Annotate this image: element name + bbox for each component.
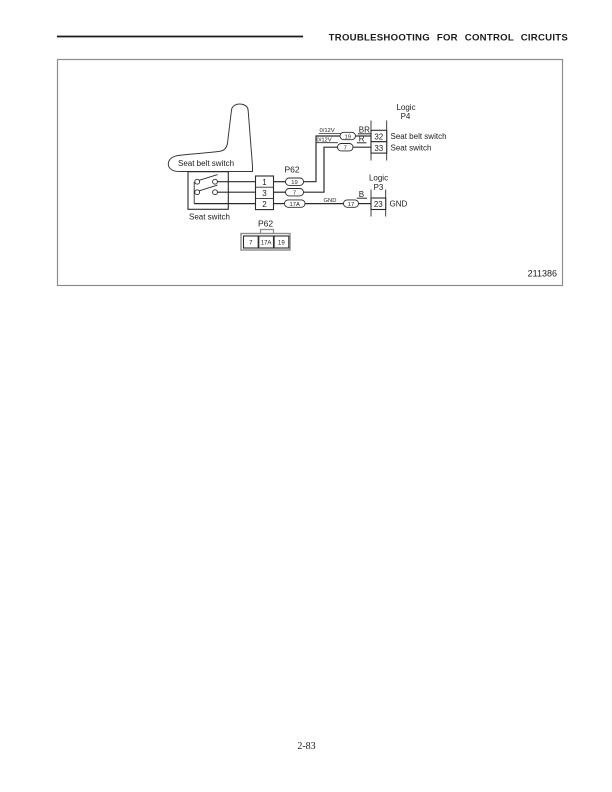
- seat-illustration: Seat belt switch: [167, 103, 253, 172]
- connector-p62: P62 1 3 2 19 7 17A: [254, 165, 306, 211]
- pin-23-label: GND: [390, 200, 408, 209]
- wire2-riser: [303, 146, 338, 193]
- pin-23: 23: [374, 200, 383, 209]
- page-number: 2-83: [297, 741, 315, 752]
- wire3-id-left: 17A: [290, 202, 300, 208]
- switch-blade-1: [199, 174, 218, 181]
- header-title: TROUBLESHOOTING FOR CONTROL CIRCUITS: [329, 33, 569, 44]
- wire-id-oval: [339, 131, 356, 141]
- seat-outline: [167, 103, 253, 172]
- logic-p4: Logic P4 32 33 Seat belt switch Seat swi…: [370, 103, 447, 161]
- p62-pin-3: 3: [262, 189, 267, 198]
- logic-p4-name: P4: [401, 112, 411, 121]
- pin-33: 33: [374, 144, 383, 153]
- wire1-voltage-label: 0/12V: [320, 128, 335, 134]
- p62-pinout-label: P62: [258, 219, 273, 229]
- p62-pinout: P62 7 17A 19: [240, 219, 291, 251]
- p62-pin-2: 2: [262, 200, 267, 209]
- wire2-id-right: 7: [344, 146, 347, 152]
- wire3-color-label: B: [359, 190, 364, 199]
- wire-id-oval: [343, 199, 359, 208]
- seat-switch-box: Seat switch: [187, 171, 230, 222]
- logic-p4-title: Logic: [396, 103, 415, 112]
- wire-id-oval: [285, 177, 304, 186]
- wire2-voltage-label: 0/12V: [317, 137, 332, 143]
- wire2-id-left: 7: [293, 191, 296, 197]
- p62-pinout-cell-7: 7: [249, 240, 253, 246]
- pin-box-23: [370, 197, 387, 211]
- wiring: [194, 135, 371, 205]
- wire3-signal-label: GND: [324, 198, 337, 204]
- switch-blade-2: [199, 184, 218, 192]
- pin-32-label: Seat belt switch: [391, 132, 447, 141]
- wire-id-oval: [337, 143, 354, 152]
- figure-number: 211386: [528, 269, 557, 279]
- contact-icon: [194, 178, 201, 185]
- seat-belt-switch-label: Seat belt switch: [178, 159, 234, 168]
- p62-pinout-cell: [258, 235, 275, 249]
- p62-pin-1: 1: [262, 178, 267, 187]
- figure-frame: [56, 58, 564, 287]
- wire1-id-left: 19: [291, 180, 297, 186]
- pin-box-33: [370, 141, 388, 154]
- logic-p3: Logic P3 23 GND: [369, 174, 408, 217]
- pin-33-label: Seat switch: [391, 143, 432, 152]
- wire2-color-label: R: [359, 135, 365, 144]
- wire-annotations: 0/12V 19 BR 0/12V 7 R GND 17 B: [315, 125, 372, 208]
- p62-body: [254, 175, 275, 211]
- seat-switch-label: Seat switch: [189, 213, 230, 222]
- contact-icon: [194, 189, 201, 196]
- wire-id-oval: [285, 188, 304, 197]
- wire3-id-right: 17: [348, 202, 354, 208]
- pin-32: 32: [374, 132, 383, 141]
- logic-p3-name: P3: [374, 183, 384, 192]
- wire1-riser: [303, 135, 340, 183]
- p62-pinout-cell-19: 19: [278, 240, 285, 246]
- p62-pinout-cell: [273, 235, 290, 249]
- header: TROUBLESHOOTING FOR CONTROL CIRCUITS: [57, 33, 568, 44]
- logic-p3-title: Logic: [369, 174, 388, 183]
- p62-label: P62: [285, 165, 300, 175]
- wire-id-oval: [284, 199, 306, 208]
- p62-pinout-cell-17a: 17A: [261, 240, 272, 246]
- p62-pinout-cell: [242, 235, 259, 249]
- wire1-id-right: 19: [344, 134, 350, 140]
- wire1-color-label: BR: [359, 125, 370, 134]
